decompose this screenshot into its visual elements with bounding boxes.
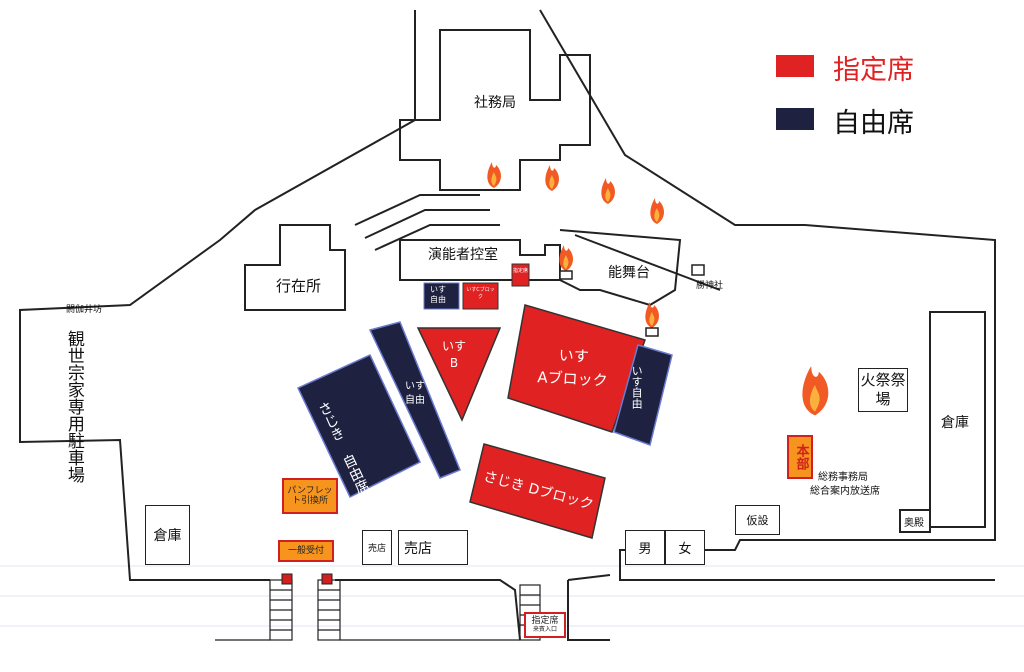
pamphlet-label-1: パンフレッ bbox=[287, 485, 333, 496]
engeisha-outline bbox=[399, 239, 561, 281]
legend-reserved-label: 指定席 bbox=[833, 55, 914, 86]
gate-post-left bbox=[281, 573, 293, 585]
isu-a-label: いす Aブロック bbox=[537, 343, 610, 392]
reserved-entrance-box: 指定席 来賓入口 bbox=[524, 612, 566, 638]
souko-left-box: 倉庫 bbox=[145, 505, 190, 565]
isu-b-label: いす B bbox=[442, 338, 466, 372]
katsu-shrine-box bbox=[691, 264, 705, 276]
general-reception-label: 一般受付 bbox=[287, 545, 324, 556]
okuden-label: 奥殿 bbox=[904, 518, 924, 529]
fire-icons bbox=[487, 162, 829, 416]
outer-wall-bottom bbox=[335, 579, 521, 641]
info-label-2: 総合案内放送席 bbox=[810, 486, 880, 497]
shamusho-label: 社務局 bbox=[474, 95, 516, 111]
isu-free-strip bbox=[368, 321, 461, 479]
kasetsu-box: 仮設 bbox=[735, 505, 780, 535]
baiten-box: 売店 bbox=[398, 530, 468, 565]
women-label: 女 bbox=[678, 542, 692, 557]
souko-right-box bbox=[929, 311, 986, 528]
noh-stage-label: 能舞台 bbox=[608, 265, 650, 281]
sajiki-d-block bbox=[469, 443, 606, 539]
souko-left-label: 倉庫 bbox=[153, 528, 182, 544]
isu-b-label-2: B bbox=[449, 355, 459, 370]
isu-a-free-label: いす自由 bbox=[630, 365, 644, 409]
fire-icon bbox=[645, 302, 659, 337]
fire-icon bbox=[650, 198, 664, 224]
isu-a-label-2: Aブロック bbox=[537, 367, 609, 390]
honbu-label: 本部 bbox=[793, 444, 809, 470]
info-label-1: 総務事務局 bbox=[818, 472, 868, 483]
honbu-box: 本部 bbox=[787, 435, 813, 479]
anzaisho-label: 行在所 bbox=[276, 277, 322, 295]
fire-icon bbox=[601, 178, 615, 204]
baiten-label: 売店 bbox=[404, 540, 432, 557]
isu-b-label-1: いす bbox=[442, 339, 467, 353]
small-red-block bbox=[511, 263, 530, 287]
isu-b-block bbox=[416, 327, 502, 422]
outer-wall-left bbox=[19, 10, 416, 581]
shamusho-outline bbox=[399, 29, 591, 191]
small-free-block bbox=[423, 282, 460, 310]
small-free-label-1: いす bbox=[430, 285, 446, 294]
legend-free-label: 自由席 bbox=[833, 108, 914, 139]
souko-right-label: 倉庫 bbox=[941, 415, 969, 431]
himatsuri-label: 火祭祭場 bbox=[858, 368, 908, 412]
small-free-label-2: 自由 bbox=[430, 295, 446, 305]
legend-reserved-swatch bbox=[776, 55, 814, 77]
isu-a-block bbox=[507, 304, 646, 433]
small-free-label: いす 自由 bbox=[430, 285, 446, 306]
fire-icon-large bbox=[802, 366, 829, 416]
legend-free-swatch bbox=[776, 108, 814, 130]
outer-wall-top-right bbox=[539, 9, 996, 581]
men-label: 男 bbox=[638, 542, 652, 557]
fire-icon bbox=[545, 165, 559, 191]
general-reception-box: 一般受付 bbox=[278, 540, 334, 562]
fire-icon bbox=[559, 245, 573, 280]
reserved-entrance-label: 指定席 bbox=[531, 616, 559, 627]
engeisha-label: 演能者控室 bbox=[428, 247, 498, 263]
katsu-shrine-label: 勝神社 bbox=[696, 281, 724, 291]
reserved-entrance-sub: 来賓入口 bbox=[532, 625, 557, 633]
men-box: 男 bbox=[625, 530, 665, 565]
isu-free-strip-label: いす自由 bbox=[405, 381, 425, 406]
kazoku-top-label: 閼伽井坊 bbox=[66, 305, 103, 315]
baiten-small-label: 売店 bbox=[367, 544, 386, 554]
gate-post-right bbox=[321, 573, 333, 585]
kasetsu-label: 仮設 bbox=[746, 514, 769, 527]
small-red-label: 指定席 bbox=[513, 268, 529, 274]
isu-a-free-block bbox=[613, 344, 673, 446]
anzaisho-outline bbox=[244, 224, 346, 311]
parking-label: 観世宗家専用駐車場 bbox=[63, 330, 84, 483]
pamphlet-label-2: ト引換所 bbox=[291, 496, 328, 506]
small-c-block bbox=[462, 282, 499, 310]
pamphlet-box: パンフレッ ト引換所 bbox=[282, 478, 338, 514]
fire-icon bbox=[487, 162, 501, 188]
women-box: 女 bbox=[665, 530, 705, 565]
small-c-label: いすCブロック bbox=[466, 287, 495, 300]
baiten-small-box: 売店 bbox=[362, 530, 392, 565]
sajiki-c-free-block bbox=[296, 354, 421, 499]
